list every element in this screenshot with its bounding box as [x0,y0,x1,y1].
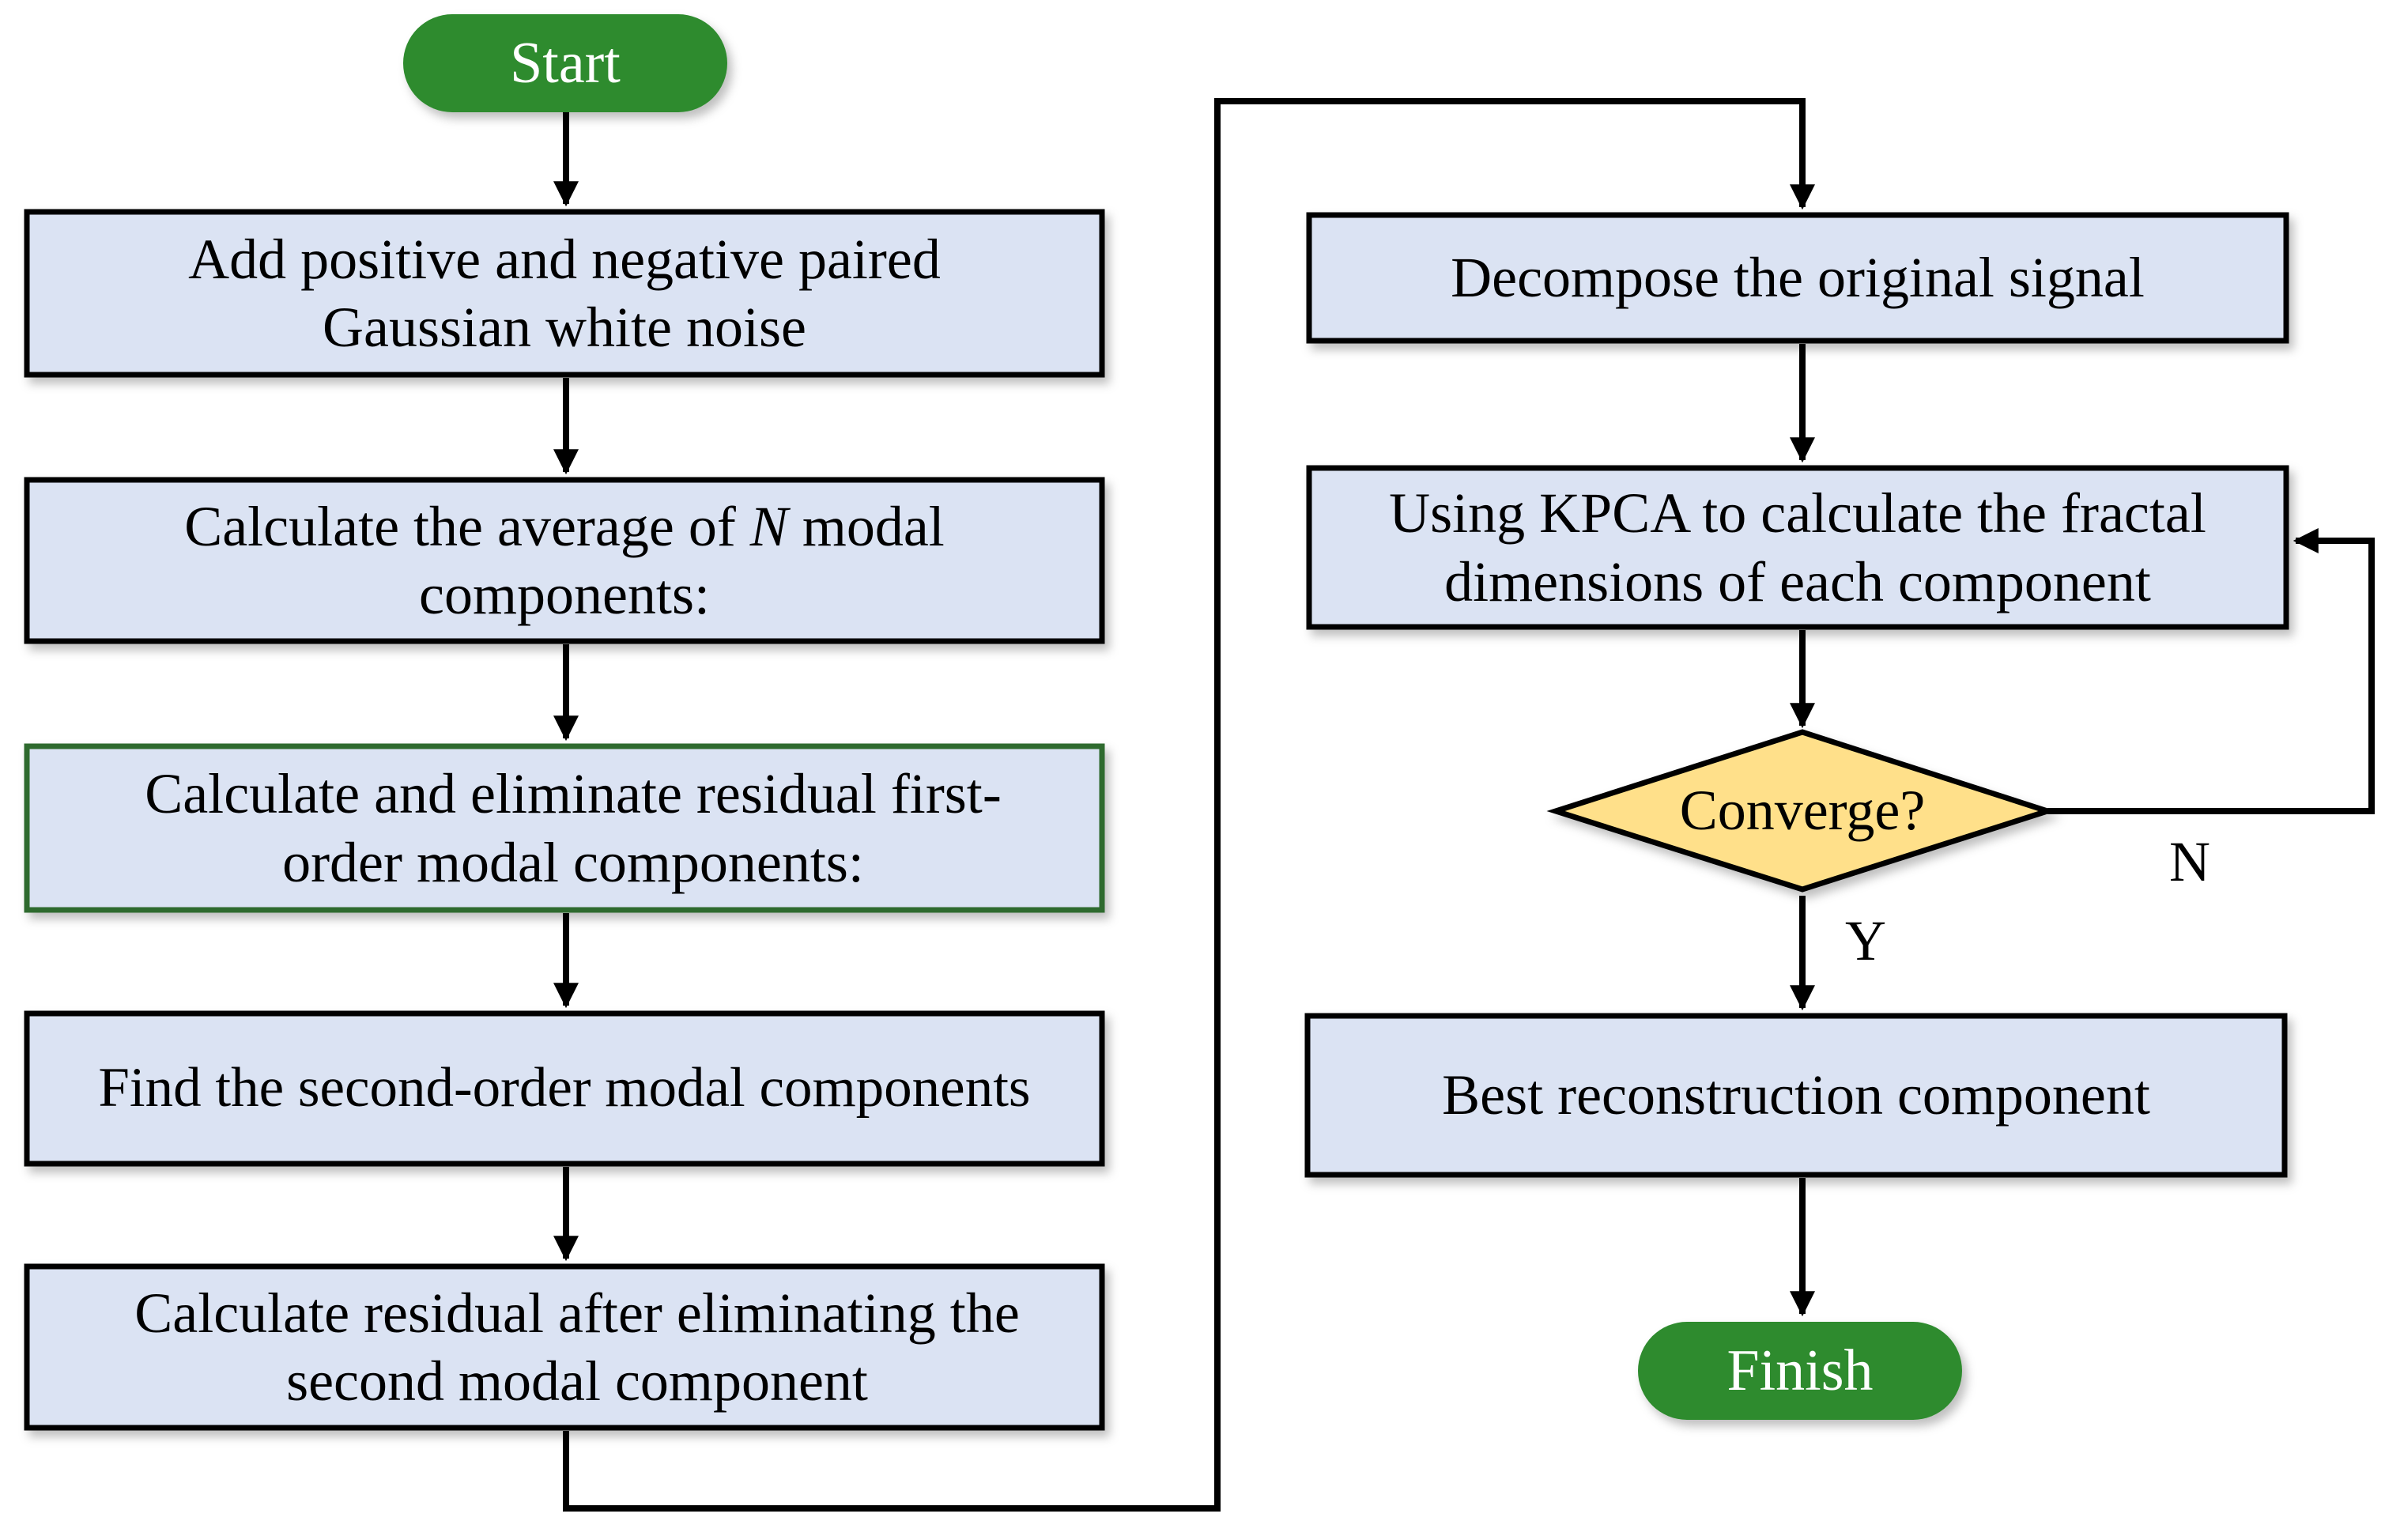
first-order-label: Calculate and eliminate residual first-o… [145,762,1002,894]
kpca-label: Using KPCA to calculate the fractal dime… [1389,481,2206,613]
best-label: Best reconstruction component [1442,1063,2150,1127]
converge-label: Converge? [1679,778,1926,842]
second-order-label: Find the second-order modal components [98,1057,1031,1119]
converge-decision [1546,729,2057,893]
no-edge-label: N [2169,829,2210,893]
decompose-box [1306,212,2289,344]
average-label: Calculate the average of N modal compone… [79,480,1050,641]
add-noise-box [24,209,1105,378]
edge-residual-to-decompose [563,98,1815,1512]
edge-converge-no-loop [2047,528,2375,814]
residual-label: Calculate residual after eliminating the… [134,1281,1020,1413]
yes-edge-label: Y [1845,908,1886,972]
best-box [1304,1013,2288,1178]
average-box [24,477,1105,644]
average-label-variable: N [749,494,788,558]
add-noise-label: Add positive and negative paired Gaussia… [188,227,941,359]
average-label-suffix: modal components: [419,494,945,626]
second-order-box [24,1010,1105,1167]
start-terminal [403,14,727,112]
finish-label: Finish [1726,1338,1874,1403]
average-label-text: Calculate the average of [184,494,750,558]
residual-box [24,1263,1105,1431]
first-order-box [24,743,1105,913]
finish-terminal [1638,1322,1962,1420]
decompose-label: Decompose the original signal [1451,246,2145,310]
start-label: Start [510,30,621,96]
kpca-box [1306,465,2289,630]
